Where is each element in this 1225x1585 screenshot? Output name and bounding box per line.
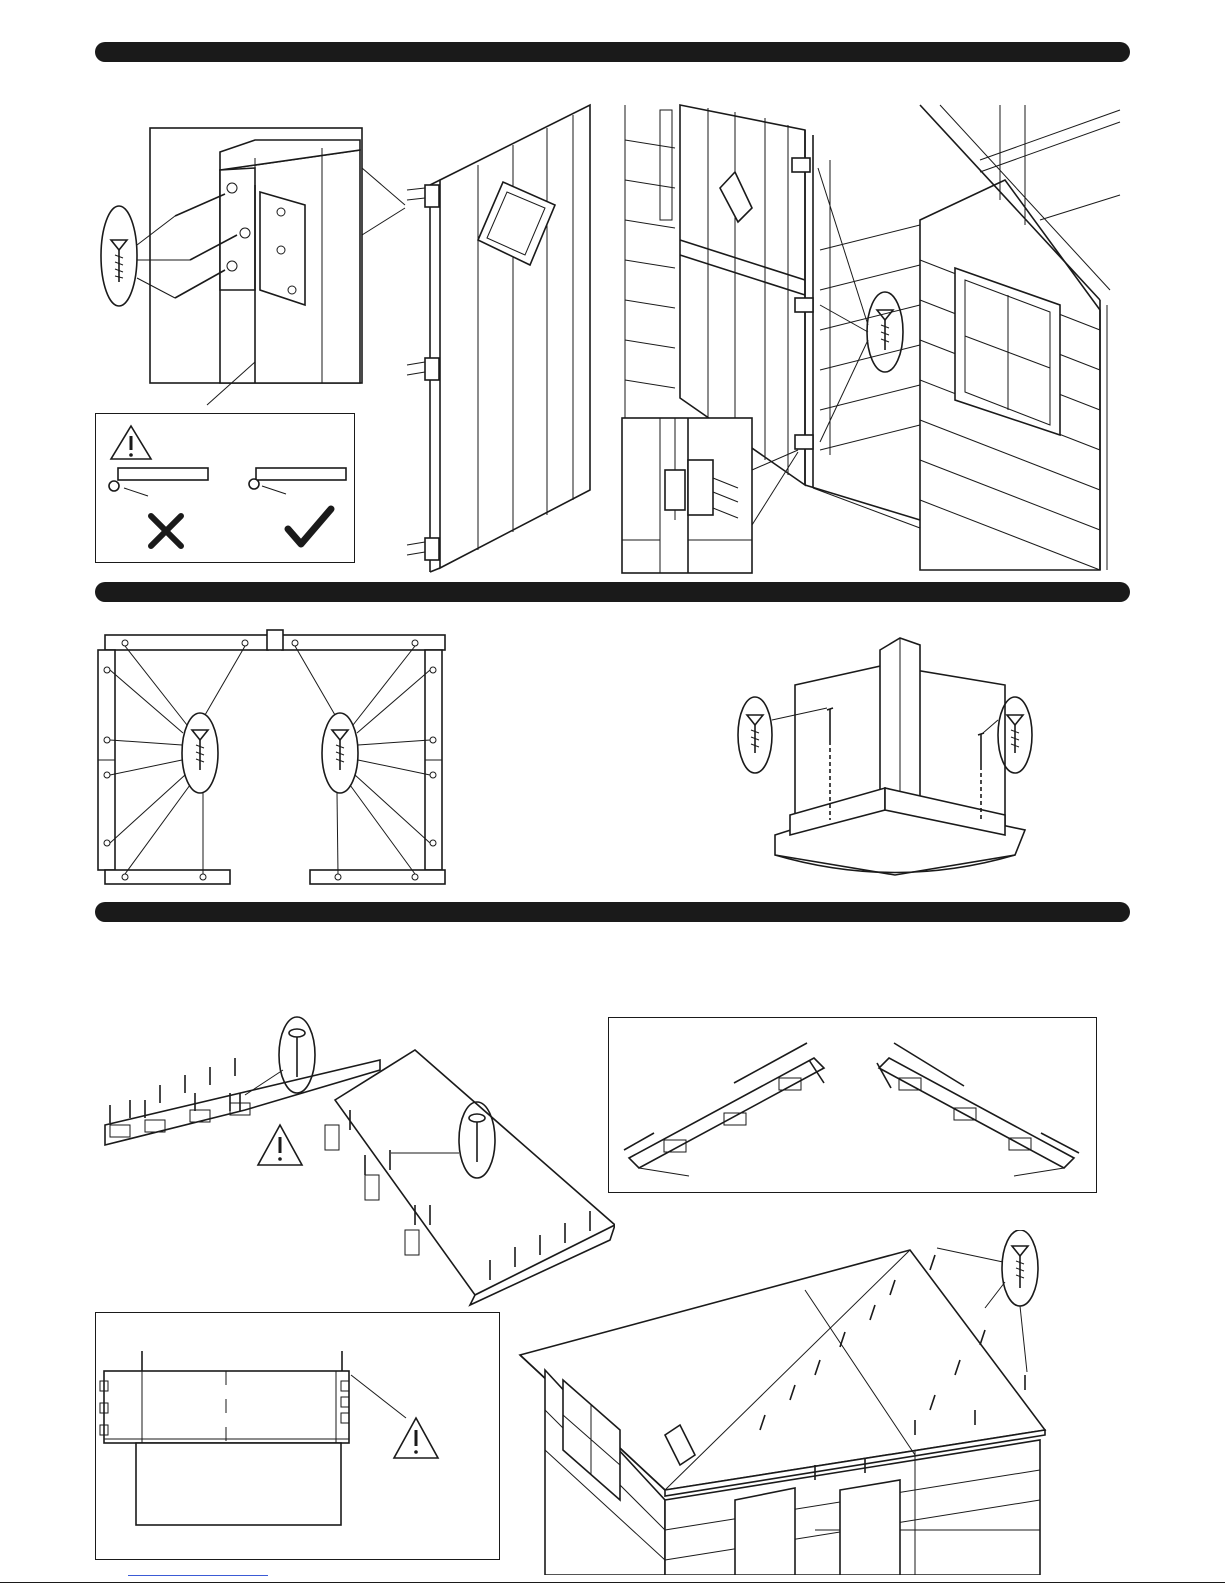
screw-icon bbox=[877, 310, 893, 350]
warning-panel bbox=[95, 413, 355, 563]
screw-icon bbox=[1007, 715, 1023, 753]
screw-icon bbox=[1012, 1246, 1028, 1288]
roof-section-panel bbox=[608, 1017, 1097, 1193]
warning-triangle-icon bbox=[394, 1418, 438, 1458]
warning-triangle-icon bbox=[111, 426, 151, 459]
screw-icon bbox=[111, 240, 127, 282]
cross-icon bbox=[151, 516, 181, 546]
nail-icon bbox=[289, 1029, 305, 1077]
corner-block-illustration bbox=[735, 630, 1035, 880]
section-bar-door-hinge bbox=[95, 42, 1130, 62]
warning-triangle-icon bbox=[258, 1125, 302, 1165]
section-bar-corner-fixing bbox=[95, 582, 1130, 602]
roof-plan-panel bbox=[95, 1312, 500, 1560]
screw-icon bbox=[747, 715, 763, 753]
frame-plan-illustration bbox=[95, 625, 455, 895]
footer-link-underline bbox=[128, 1575, 268, 1576]
door-fitted-illustration bbox=[620, 100, 1130, 578]
footer-rule bbox=[0, 1582, 1225, 1583]
check-icon bbox=[288, 509, 331, 544]
finished-roof-illustration bbox=[515, 1230, 1130, 1575]
screw-icon bbox=[332, 730, 348, 770]
section-bar-roof bbox=[95, 902, 1130, 922]
screw-icon bbox=[192, 730, 208, 770]
